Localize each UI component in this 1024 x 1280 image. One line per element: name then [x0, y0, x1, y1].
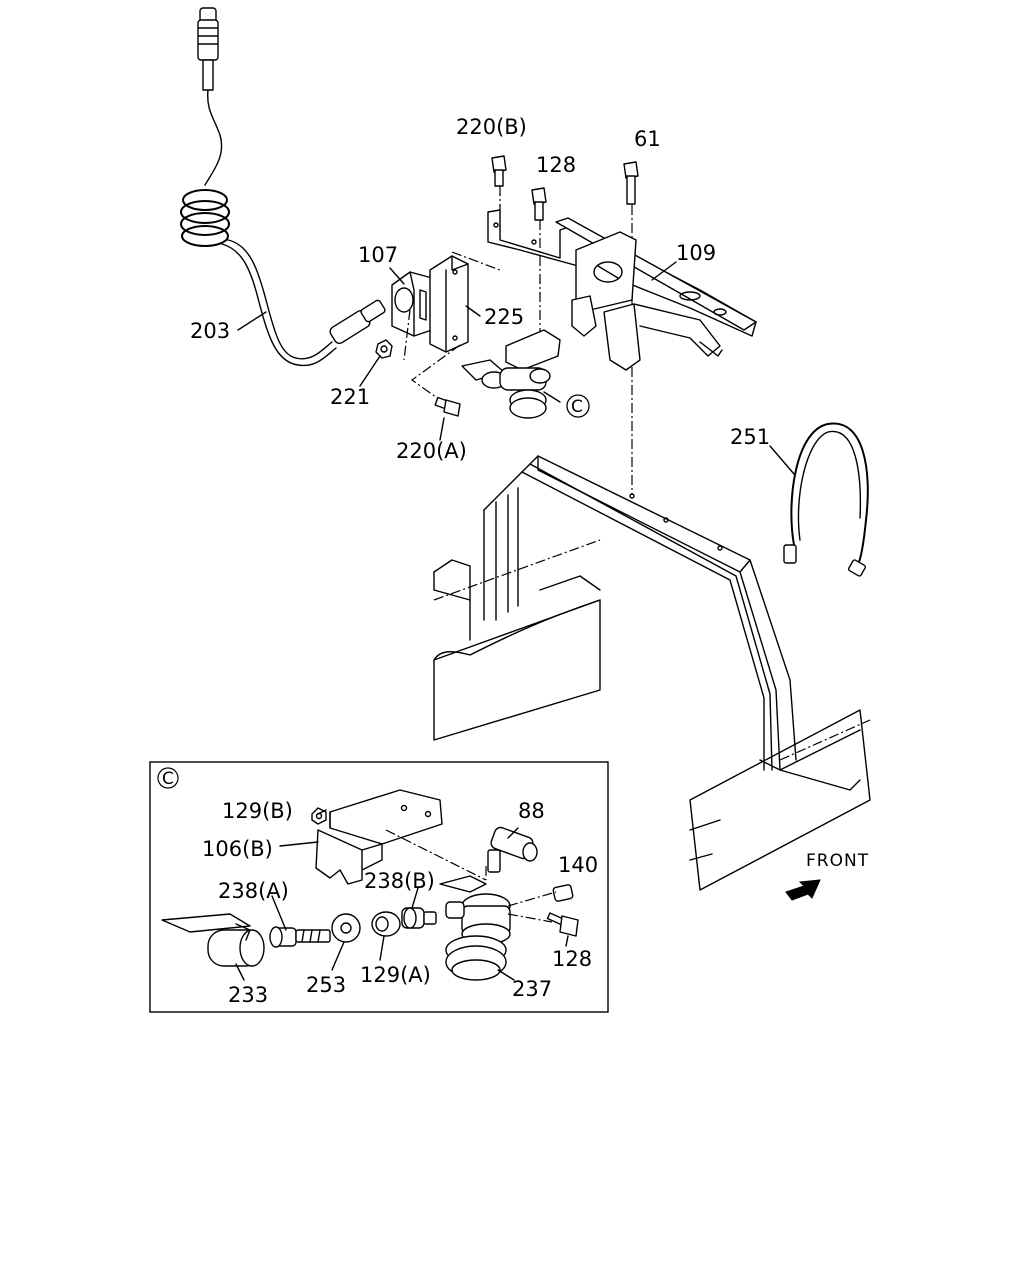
detail-c-badge-circle: [157, 767, 179, 789]
label-140: 140: [558, 853, 598, 877]
frame-crossmember: [433, 455, 871, 891]
bracket-106b: [315, 789, 443, 885]
bolt-220b: [491, 155, 507, 187]
ref-c-circle: [566, 394, 590, 418]
bolt-128-top: [531, 187, 547, 221]
label-61: 61: [634, 127, 661, 151]
detail-c-frame: [149, 761, 609, 1013]
label-221: 221: [330, 385, 370, 409]
nut-221: [375, 339, 393, 359]
leader-lines: [235, 261, 795, 981]
connector-107: [391, 271, 433, 337]
washer-253: [331, 913, 361, 943]
fitting-88: [487, 826, 538, 873]
label-107: 107: [358, 243, 398, 267]
detail-c-badge: C: [162, 769, 175, 789]
plug-140: [552, 884, 574, 902]
detail-guides: [385, 829, 557, 923]
bracket-109: [487, 209, 757, 371]
lever-233: [161, 913, 265, 967]
bracket-225: [429, 255, 469, 353]
ref-c-letter: C: [571, 397, 584, 417]
valve-assembly-top: [461, 329, 561, 419]
label-233: 233: [228, 983, 268, 1007]
cable-203: [180, 7, 386, 367]
nut-129a: [371, 911, 401, 937]
bolt-128-detail: [546, 912, 579, 937]
label-128-top: 128: [536, 153, 576, 177]
label-253: 253: [306, 973, 346, 997]
front-arrow-icon: [785, 879, 821, 901]
label-238a: 238(A): [218, 879, 289, 903]
label-109: 109: [676, 241, 716, 265]
label-237: 237: [512, 977, 552, 1001]
bolt-61: [623, 161, 639, 205]
bolt-238a: [269, 926, 331, 948]
label-251: 251: [730, 425, 770, 449]
label-203: 203: [190, 319, 230, 343]
label-129a: 129(A): [360, 963, 431, 987]
label-225: 225: [484, 305, 524, 329]
label-129b: 129(B): [222, 799, 293, 823]
valve-body-detail: [439, 875, 511, 981]
label-220b: 220(B): [456, 115, 527, 139]
label-106b: 106(B): [202, 837, 273, 861]
fitting-238b: [401, 907, 437, 929]
label-238b: 238(B): [364, 869, 435, 893]
label-88: 88: [518, 799, 545, 823]
hose-251: [783, 422, 869, 577]
bolt-220a: [434, 396, 461, 417]
label-220a: 220(A): [396, 439, 467, 463]
front-label: FRONT: [806, 851, 869, 871]
label-128-detail: 128: [552, 947, 592, 971]
